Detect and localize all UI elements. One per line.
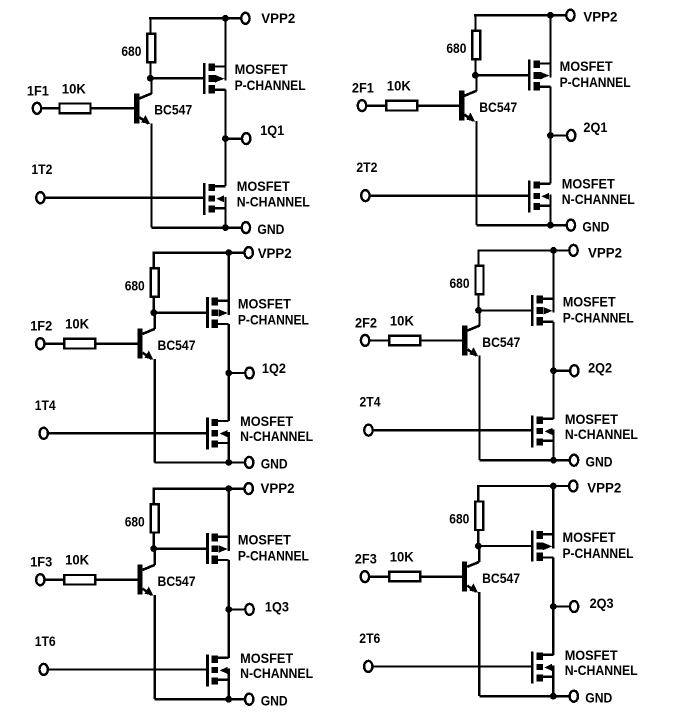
svg-text:MOSFET: MOSFET xyxy=(238,533,291,549)
svg-text:680: 680 xyxy=(449,512,469,528)
svg-text:680: 680 xyxy=(450,276,470,292)
svg-text:2T2: 2T2 xyxy=(356,160,377,176)
svg-text:10K: 10K xyxy=(387,79,412,95)
svg-text:N-CHANNEL: N-CHANNEL xyxy=(562,192,635,208)
svg-text:VPP2: VPP2 xyxy=(587,481,621,497)
svg-text:2Q2: 2Q2 xyxy=(588,360,612,376)
svg-text:1T6: 1T6 xyxy=(35,634,56,650)
svg-text:VPP2: VPP2 xyxy=(258,246,292,262)
svg-text:680: 680 xyxy=(121,44,141,60)
svg-text:P-CHANNEL: P-CHANNEL xyxy=(238,549,309,565)
svg-text:P-CHANNEL: P-CHANNEL xyxy=(563,310,634,326)
svg-text:P-CHANNEL: P-CHANNEL xyxy=(560,75,631,91)
svg-text:1Q3: 1Q3 xyxy=(265,599,289,615)
svg-text:10K: 10K xyxy=(390,313,415,329)
svg-text:2F2: 2F2 xyxy=(355,315,377,331)
svg-text:VPP2: VPP2 xyxy=(588,246,622,262)
svg-text:2Q1: 2Q1 xyxy=(583,120,607,136)
svg-text:MOSFET: MOSFET xyxy=(240,414,293,430)
svg-text:MOSFET: MOSFET xyxy=(238,297,291,313)
svg-text:BC547: BC547 xyxy=(482,571,520,587)
svg-text:1Q1: 1Q1 xyxy=(260,123,284,139)
svg-text:VPP2: VPP2 xyxy=(583,9,617,25)
svg-text:BC547: BC547 xyxy=(479,100,517,116)
svg-text:MOSFET: MOSFET xyxy=(562,177,615,193)
svg-text:680: 680 xyxy=(125,514,145,530)
svg-text:N-CHANNEL: N-CHANNEL xyxy=(565,663,638,679)
svg-text:2F1: 2F1 xyxy=(352,81,374,97)
svg-text:GND: GND xyxy=(261,693,288,709)
svg-text:10K: 10K xyxy=(65,553,90,569)
svg-text:MOSFET: MOSFET xyxy=(235,62,288,78)
svg-text:680: 680 xyxy=(125,278,145,294)
svg-text:10K: 10K xyxy=(62,81,87,97)
svg-text:N-CHANNEL: N-CHANNEL xyxy=(240,429,313,445)
svg-text:BC547: BC547 xyxy=(158,574,196,590)
svg-text:P-CHANNEL: P-CHANNEL xyxy=(235,78,306,94)
svg-text:10K: 10K xyxy=(390,550,415,566)
svg-text:2T4: 2T4 xyxy=(360,395,381,411)
svg-text:N-CHANNEL: N-CHANNEL xyxy=(565,427,638,443)
svg-text:MOSFET: MOSFET xyxy=(563,530,616,546)
svg-text:VPP2: VPP2 xyxy=(261,481,295,497)
svg-text:GND: GND xyxy=(586,454,613,470)
svg-text:P-CHANNEL: P-CHANNEL xyxy=(563,546,634,562)
svg-text:GND: GND xyxy=(582,219,609,235)
svg-text:680: 680 xyxy=(446,41,466,57)
svg-text:N-CHANNEL: N-CHANNEL xyxy=(237,194,310,210)
svg-text:GND: GND xyxy=(585,690,612,706)
svg-text:GND: GND xyxy=(257,222,284,238)
svg-text:10K: 10K xyxy=(65,317,90,333)
svg-text:1T4: 1T4 xyxy=(35,398,56,414)
svg-text:N-CHANNEL: N-CHANNEL xyxy=(240,666,313,682)
svg-text:1T2: 1T2 xyxy=(31,162,52,178)
svg-text:MOSFET: MOSFET xyxy=(560,59,613,75)
svg-text:MOSFET: MOSFET xyxy=(563,294,616,310)
svg-text:1F1: 1F1 xyxy=(27,83,49,99)
svg-text:GND: GND xyxy=(261,457,288,473)
svg-text:P-CHANNEL: P-CHANNEL xyxy=(238,313,309,329)
svg-text:2F3: 2F3 xyxy=(355,552,377,568)
svg-text:BC547: BC547 xyxy=(158,338,196,354)
svg-text:1F2: 1F2 xyxy=(30,319,52,335)
svg-text:2Q3: 2Q3 xyxy=(590,596,614,612)
svg-text:MOSFET: MOSFET xyxy=(240,651,293,667)
svg-text:1F3: 1F3 xyxy=(30,555,52,571)
svg-text:MOSFET: MOSFET xyxy=(237,179,290,195)
svg-text:BC547: BC547 xyxy=(482,335,520,351)
svg-text:MOSFET: MOSFET xyxy=(565,412,618,428)
svg-text:VPP2: VPP2 xyxy=(261,11,295,27)
svg-text:2T6: 2T6 xyxy=(359,631,380,647)
svg-text:MOSFET: MOSFET xyxy=(565,648,618,664)
svg-text:1Q2: 1Q2 xyxy=(262,361,286,377)
svg-text:BC547: BC547 xyxy=(154,103,192,119)
